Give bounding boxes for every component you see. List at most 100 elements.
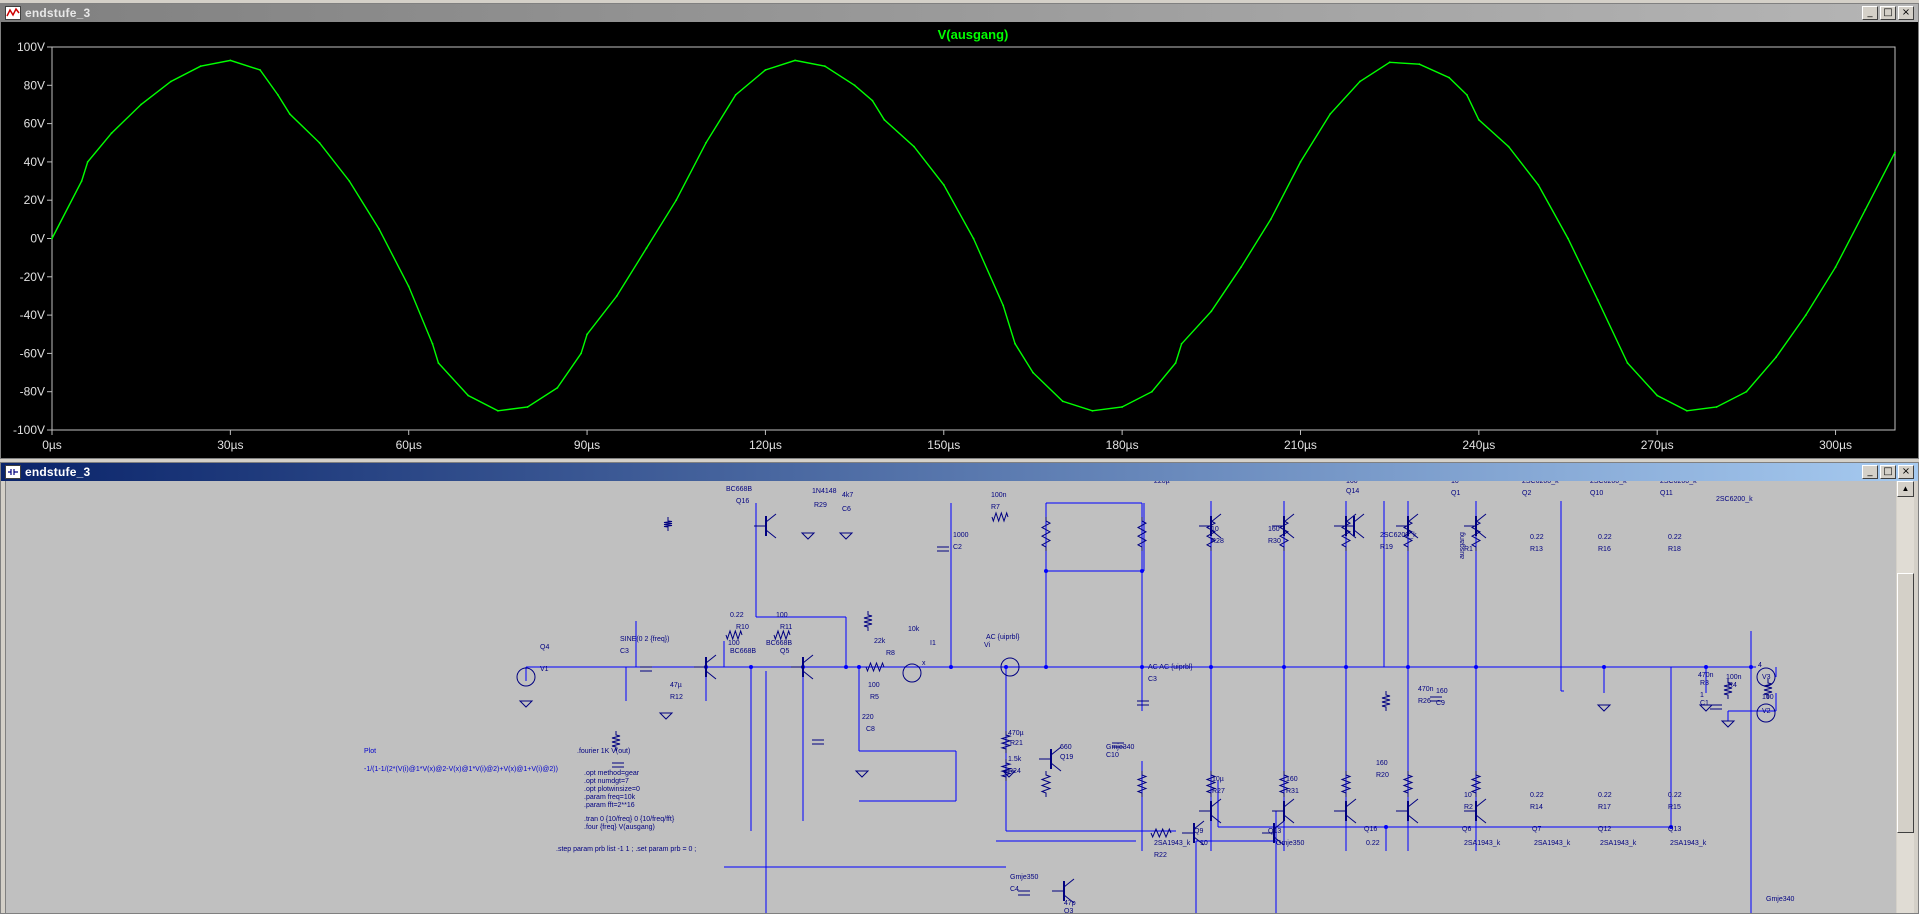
component-label[interactable]: Gmje340 [1766,896,1795,903]
component-label[interactable]: Q13 [1668,826,1681,833]
component-label[interactable]: R24 [1008,768,1021,775]
component-label[interactable]: Q6 [1462,826,1471,833]
component-label[interactable]: R7 [991,504,1000,511]
component-label[interactable]: 4 [1758,662,1762,669]
component-label[interactable]: 0.22 [1598,534,1612,541]
component-label[interactable]: 0.22 [1530,534,1544,541]
component-label[interactable]: R1 [1464,546,1473,553]
resistor-symbol[interactable] [1402,771,1414,797]
component-label[interactable]: 47µ [670,682,682,689]
resistor-symbol[interactable] [663,517,673,531]
component-label[interactable]: Q1 [1451,490,1460,497]
component-label[interactable]: BC668B [766,640,792,647]
component-label[interactable]: 2SC6200_k [1522,481,1559,485]
component-label[interactable]: Q9 [1194,828,1203,835]
component-label[interactable]: C6 [842,506,851,513]
component-label[interactable]: 0.22 [1668,792,1682,799]
source-symbol[interactable] [902,663,922,683]
component-label[interactable]: Q10 [1590,490,1603,497]
component-label[interactable]: Gmje340 [1106,744,1135,751]
component-label[interactable]: 0.22 [730,612,744,619]
component-label[interactable]: R26 [1418,698,1431,705]
component-label[interactable]: 1.5k [1008,756,1022,763]
component-label[interactable]: Vi [984,642,991,649]
minimize-button[interactable]: _ [1862,465,1878,479]
component-label[interactable]: C8 [866,726,875,733]
component-label[interactable]: 160 [1436,688,1448,695]
component-label[interactable]: Q13 [1268,828,1281,835]
component-label[interactable]: 2SC6200_k [1380,532,1417,539]
schematic-window-titlebar[interactable]: endstufe_3 _ □ × [1,463,1918,481]
component-label[interactable]: 470n [1418,686,1434,693]
trace-name-label[interactable]: V(ausgang) [938,27,1009,42]
component-label[interactable]: 1000 [953,532,969,539]
component-label[interactable]: BC668B [730,648,756,655]
component-label[interactable]: 2SA1943_k [1534,840,1571,847]
component-label[interactable]: 0.22 [1668,534,1682,541]
component-label[interactable]: 10 [1211,526,1219,533]
resistor-symbol[interactable] [1381,691,1391,711]
source-symbol[interactable] [1756,703,1776,723]
component-label[interactable]: Q12 [1598,826,1611,833]
resistor-symbol[interactable] [611,731,621,751]
component-label[interactable]: AC {uiprbl} [986,634,1020,641]
component-label[interactable]: x [922,660,926,667]
spice-directive[interactable]: .tran 0 {10/freq} 0 {10/freq/fft} [584,816,675,823]
resistor-symbol[interactable] [1278,771,1290,797]
spice-directive[interactable]: .opt plotwinsize=0 [584,786,640,793]
resistor-symbol[interactable] [1150,827,1172,839]
component-label[interactable]: I1 [930,640,936,647]
spice-directive[interactable]: Plot [364,748,376,755]
component-label[interactable]: R20 [1376,772,1389,779]
component-label[interactable]: SINE(0 2 {freq}) [620,636,669,643]
resistor-symbol[interactable] [991,511,1009,523]
component-label[interactable]: R27 [1212,788,1225,795]
component-label[interactable]: Q16 [736,498,749,505]
component-label[interactable]: 220µ [1154,481,1170,485]
component-label[interactable]: R22 [1154,852,1167,859]
maximize-button[interactable]: □ [1880,6,1896,20]
component-label[interactable]: 100n [1726,674,1742,681]
scroll-thumb[interactable] [1897,573,1914,833]
component-label[interactable]: 660 [1060,744,1072,751]
component-label[interactable]: R12 [670,694,683,701]
component-label[interactable]: R10 [736,624,749,631]
component-label[interactable]: 22k [874,638,886,645]
component-label[interactable]: 0.22 [1366,840,1380,847]
component-label[interactable]: Q19 [1060,754,1073,761]
component-label[interactable]: Q11 [1660,490,1673,497]
component-label[interactable]: 100n [991,492,1007,499]
component-label[interactable]: 2SA1943_k [1154,840,1191,847]
component-label[interactable]: Q3 [1064,908,1073,913]
close-button[interactable]: × [1898,6,1914,20]
component-label[interactable]: 160 [1268,526,1280,533]
component-label[interactable]: R31 [1286,788,1299,795]
component-label[interactable]: C4 [1010,886,1019,893]
component-label[interactable]: 10µ [1212,776,1224,783]
scroll-up-button[interactable]: ▲ [1897,481,1914,497]
source-symbol[interactable] [1000,657,1020,677]
minimize-button[interactable]: _ [1862,6,1878,20]
vertical-scrollbar[interactable]: ▲ [1897,481,1914,913]
spice-directive[interactable]: .step param prb list -1 1 ; .set param p… [556,846,696,853]
resistor-symbol[interactable] [773,629,791,641]
component-label[interactable]: Q5 [780,648,789,655]
resistor-symbol[interactable] [1136,517,1148,551]
component-label[interactable]: 100 [728,640,740,647]
component-label[interactable]: R29 [814,502,827,509]
source-symbol[interactable] [1756,667,1776,687]
component-label[interactable]: R5 [870,694,879,701]
component-label[interactable]: Gmje350 [1276,840,1305,847]
component-label[interactable]: R30 [1268,538,1281,545]
component-label[interactable]: Q2 [1522,490,1531,497]
component-label[interactable]: 10 [1464,792,1472,799]
spice-directive[interactable]: .four {freq} V(ausgang) [584,824,655,831]
component-label[interactable]: 10 [1451,481,1459,485]
component-label[interactable]: R8 [886,650,895,657]
component-label[interactable]: C3 [1148,676,1157,683]
spice-directive[interactable]: .param fft=2**16 [584,802,635,809]
component-label[interactable]: 2SA1943_k [1670,840,1707,847]
component-label[interactable]: V3 [1762,674,1771,681]
component-label[interactable]: 100 [776,612,788,619]
close-button[interactable]: × [1898,465,1914,479]
